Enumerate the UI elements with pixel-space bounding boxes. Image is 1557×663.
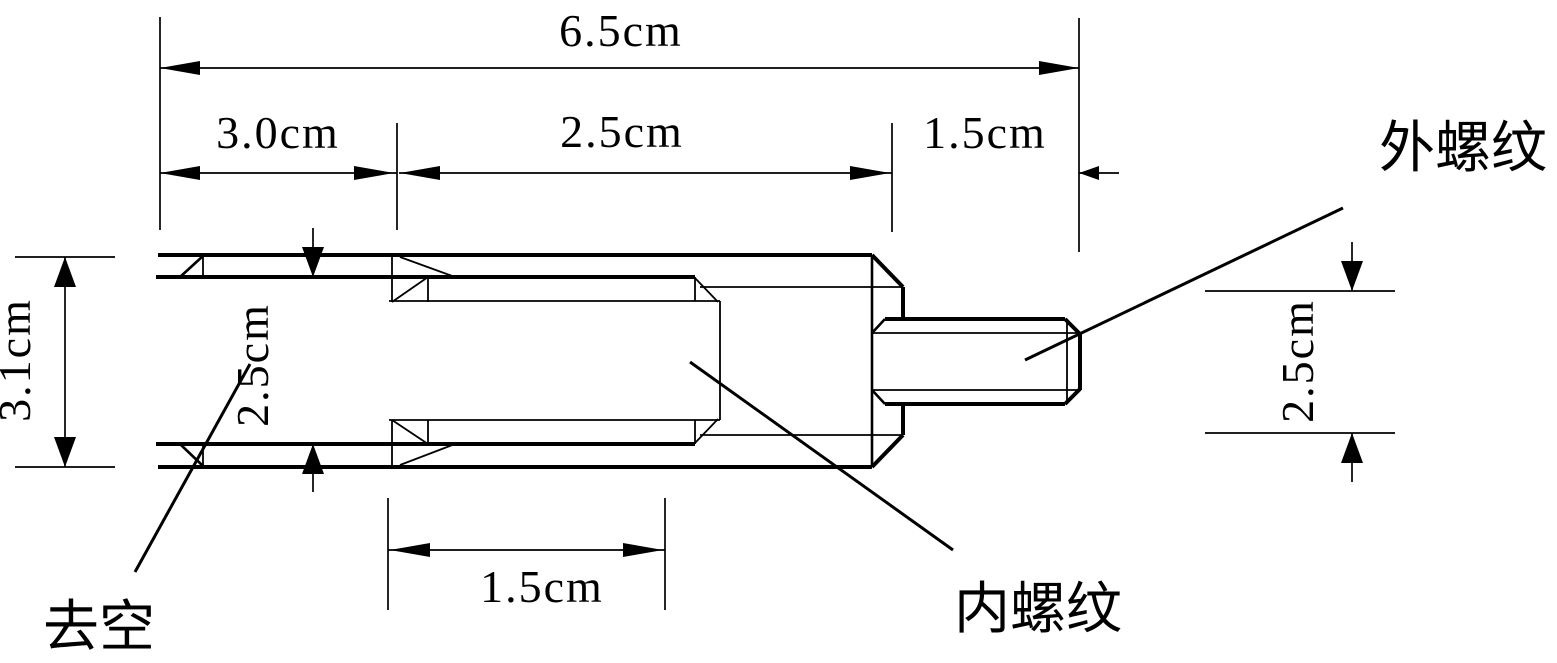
internal-thread-geometry bbox=[389, 256, 903, 466]
dim-overall-length-label: 6.5cm bbox=[559, 5, 683, 56]
label-internal-thread: 内螺纹 bbox=[954, 579, 1122, 641]
dim-stud-length-label: 1.5cm bbox=[923, 107, 1047, 158]
dim-thread-length-label: 1.5cm bbox=[480, 561, 604, 612]
leader-lines bbox=[133, 206, 1344, 573]
external-thread-stud bbox=[871, 317, 1082, 406]
part-outline bbox=[156, 253, 905, 469]
dim-slot-height-label: 2.5cm bbox=[227, 303, 278, 427]
dim-fork-length-label: 3.0cm bbox=[216, 107, 340, 158]
internal-thread-leader bbox=[689, 360, 954, 552]
dim-overall-height-label: 3.1cm bbox=[0, 298, 40, 422]
external-thread-leader bbox=[1024, 206, 1344, 362]
label-external-thread: 外螺纹 bbox=[1379, 118, 1547, 180]
clearance-leader bbox=[133, 363, 252, 573]
label-clearance: 去空 bbox=[43, 597, 155, 659]
dim-body-length-label: 2.5cm bbox=[560, 106, 684, 157]
dimension-extension-lines bbox=[15, 17, 1395, 610]
dimension-arrowheads bbox=[54, 61, 1363, 557]
dim-stud-height-label: 2.5cm bbox=[1272, 299, 1323, 423]
